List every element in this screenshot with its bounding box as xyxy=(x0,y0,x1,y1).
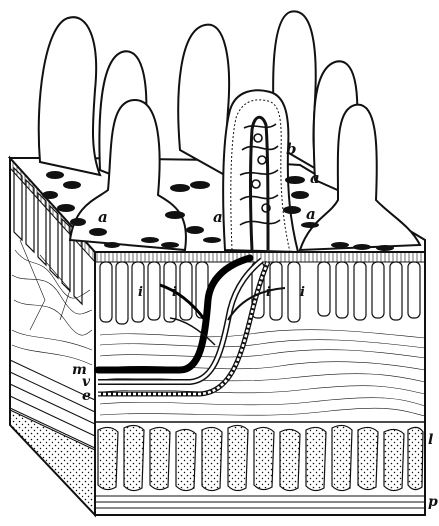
label-i1: i xyxy=(138,285,143,300)
villus-back-1 xyxy=(39,17,100,175)
label-e: e xyxy=(82,388,91,404)
label-a1: a xyxy=(98,208,108,226)
label-b: b xyxy=(286,140,297,158)
label-l-right: l xyxy=(428,432,433,448)
label-a2: a xyxy=(213,208,223,226)
villus-back-2 xyxy=(178,25,230,178)
label-a4: a xyxy=(306,205,316,223)
label-a3: a xyxy=(310,169,320,187)
label-i4: i xyxy=(300,285,305,300)
label-i2: i xyxy=(172,285,177,300)
label-i3: i xyxy=(266,285,271,300)
label-p-right: p xyxy=(428,494,438,510)
sectioned-villus xyxy=(223,90,298,252)
